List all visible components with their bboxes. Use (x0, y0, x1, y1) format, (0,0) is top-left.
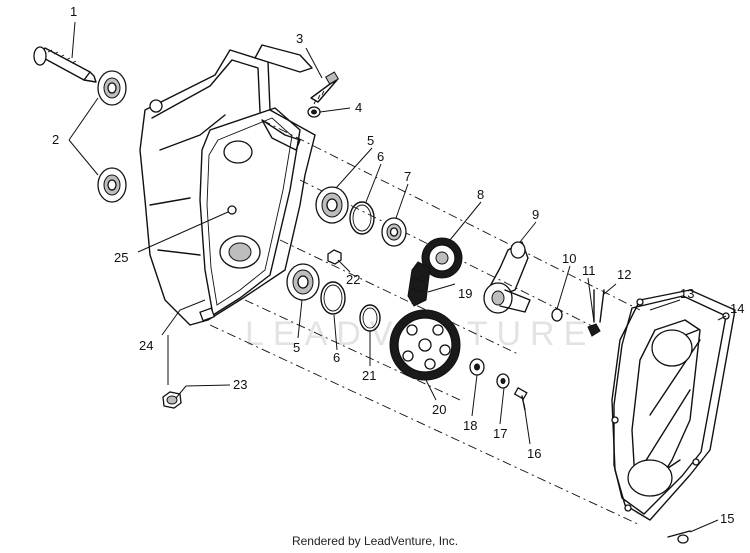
oil-seal-part (97, 70, 127, 203)
small-nut-part (327, 249, 342, 265)
callout-17: 17 (493, 426, 507, 441)
callout-19: 19 (458, 286, 472, 301)
chaincase-cover-part (611, 289, 736, 521)
o-ring-upper-part (349, 201, 375, 235)
input-shaft-part (33, 46, 97, 83)
callout-22: 22 (346, 272, 360, 287)
callout-10: 10 (562, 251, 576, 266)
nut-part (307, 106, 321, 118)
cotter-pin-part (599, 289, 605, 323)
callout-labels: 1 2 3 4 5 5 6 6 7 8 9 10 11 12 13 14 15 … (52, 4, 744, 526)
callout-4: 4 (355, 100, 362, 115)
callout-1: 1 (70, 4, 77, 19)
bearing-lower-part (286, 263, 320, 301)
assembly-axis-lines (209, 119, 641, 526)
shaft-seal-part (381, 217, 407, 247)
chaincase-housing-part (139, 44, 316, 326)
callout-8: 8 (477, 187, 484, 202)
o-ring-lower-part (320, 281, 346, 315)
bolt-part (310, 71, 340, 105)
flat-washer-part (469, 358, 485, 376)
callout-5-upper: 5 (367, 133, 374, 148)
callout-20: 20 (432, 402, 446, 417)
callout-12: 12 (617, 267, 631, 282)
cotter-nut-part (587, 289, 601, 337)
upper-sprocket-part (421, 237, 463, 279)
callout-25: 25 (114, 250, 128, 265)
callout-24: 24 (139, 338, 153, 353)
chain-tensioner-part (483, 241, 531, 314)
drive-chain-upper-part (407, 261, 431, 307)
callout-5-lower: 5 (293, 340, 300, 355)
callout-15: 15 (720, 511, 734, 526)
callout-6-upper: 6 (377, 149, 384, 164)
callout-23: 23 (233, 377, 247, 392)
lower-sprocket-part (389, 309, 461, 381)
drain-plug-part (162, 391, 182, 409)
lock-washer-part (496, 373, 510, 389)
callout-3: 3 (296, 31, 303, 46)
cover-screw-part (667, 530, 691, 544)
callout-16: 16 (527, 446, 541, 461)
washer-part (551, 308, 563, 322)
callout-9: 9 (532, 207, 539, 222)
callout-14: 14 (730, 301, 744, 316)
callout-11: 11 (582, 263, 596, 278)
callout-2: 2 (52, 132, 59, 147)
callout-23-leader (185, 384, 231, 387)
callout-21: 21 (362, 368, 376, 383)
callout-13: 13 (680, 286, 694, 301)
callout-6-lower: 6 (333, 350, 340, 365)
render-credit: Rendered by LeadVenture, Inc. (291, 534, 459, 548)
bearing-upper-part (315, 186, 349, 224)
stud-part (227, 205, 237, 215)
screw-part (513, 387, 528, 411)
callout-leaders (68, 21, 727, 533)
callout-7: 7 (404, 169, 411, 184)
callout-18: 18 (463, 418, 477, 433)
